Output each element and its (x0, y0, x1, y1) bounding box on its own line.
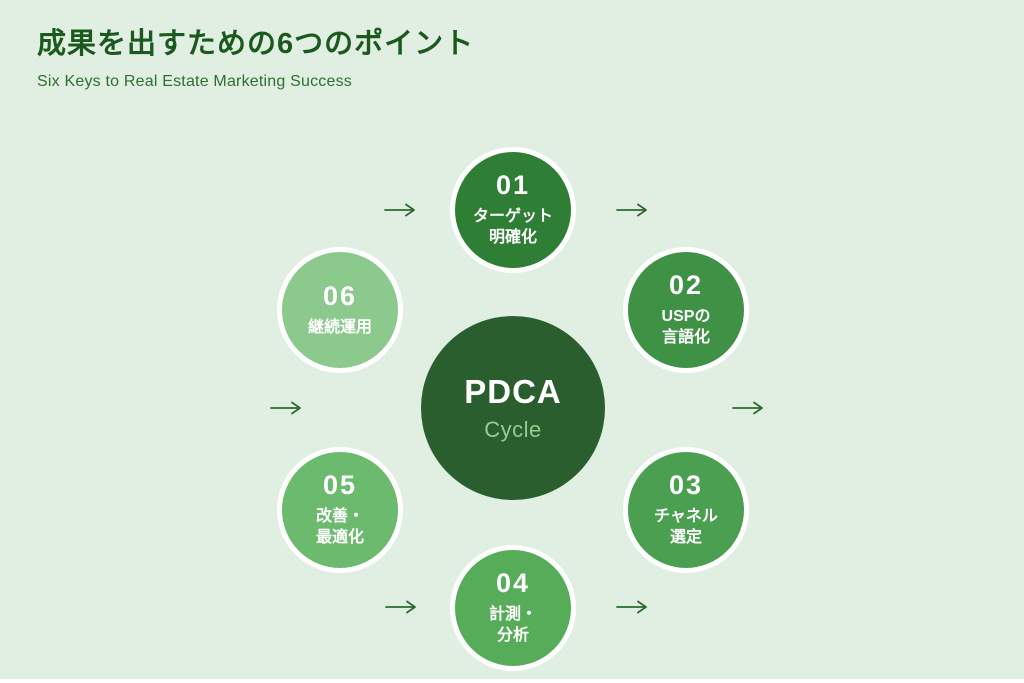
step-circle-03: 03 チャネル 選定 (623, 447, 749, 573)
step-number: 02 (668, 270, 704, 300)
step-label: ターゲット 明確化 (472, 208, 553, 246)
step-circle-01: 01 ターゲット 明確化 (450, 147, 576, 273)
center-circle-subtitle: Cycle (484, 417, 542, 442)
right-arrow-icon (384, 599, 418, 615)
step-circle-02: 02 USPの 言語化 (623, 247, 749, 373)
step-label: チャネル 選定 (654, 508, 718, 546)
step-number: 01 (495, 170, 531, 200)
page-title: 成果を出すための6つのポイント (37, 28, 475, 60)
right-arrow-icon (383, 202, 417, 218)
step-circle-06: 06 継続運用 (277, 247, 403, 373)
step-label: 継続運用 (307, 318, 372, 336)
center-circle-title: PDCA (464, 373, 562, 410)
step-circle-05: 05 改善・ 最適化 (277, 447, 403, 573)
step-number: 06 (322, 280, 358, 311)
step-label: 改善・ 最適化 (315, 508, 364, 546)
header: 成果を出すための6つのポイント Six Keys to Real Estate … (37, 28, 474, 91)
step-number: 05 (322, 470, 358, 500)
right-arrow-icon (731, 400, 765, 416)
step-number: 03 (668, 470, 704, 500)
step-label: 計測・ 分析 (488, 606, 537, 644)
right-arrow-icon (615, 599, 649, 615)
center-circle: PDCA Cycle (421, 316, 605, 500)
step-number: 04 (495, 568, 531, 598)
right-arrow-icon (269, 400, 303, 416)
right-arrow-icon (615, 202, 649, 218)
step-label: USPの 言語化 (661, 308, 711, 346)
bottom-edge-strip (0, 679, 1024, 683)
step-circle-04: 04 計測・ 分析 (450, 545, 576, 671)
page-subtitle: Six Keys to Real Estate Marketing Succes… (37, 73, 352, 91)
